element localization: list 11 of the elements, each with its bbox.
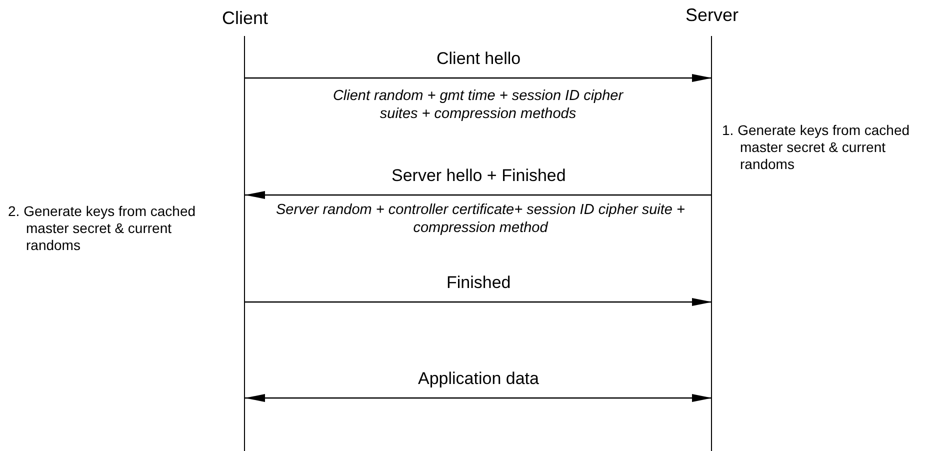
message-arrow <box>245 394 712 402</box>
message-arrow <box>245 298 712 306</box>
message-arrow <box>245 191 712 199</box>
annotation-note: 1. Generate keys from cached master secret & current randoms <box>722 122 910 173</box>
annotation-note: 2. Generate keys from cached master secret & current randoms <box>8 203 196 254</box>
message-arrow <box>245 74 712 82</box>
message-parameters: Server random + controller certificate+ session ID cipher suite + compression method <box>274 201 686 237</box>
message-parameters: Client random + gmt time + session ID cipher suites + compression methods <box>332 87 624 123</box>
participant-label: Server <box>686 5 739 26</box>
message-label: Application data <box>416 369 541 389</box>
participant-label: Client <box>222 8 268 29</box>
